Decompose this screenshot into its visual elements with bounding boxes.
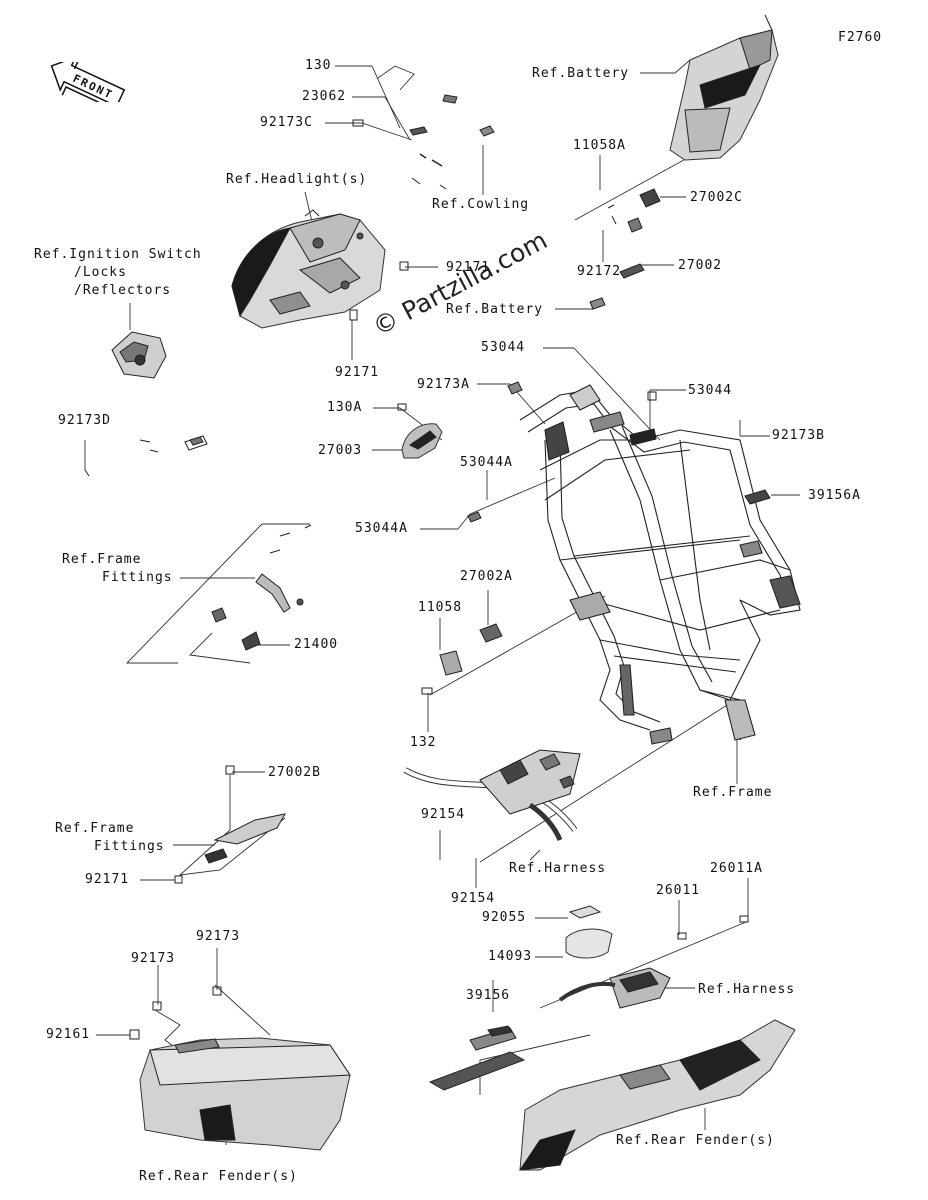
callout-ref-frame-fittings-1b: Fittings [102, 570, 173, 585]
callout-39156: 39156 [466, 988, 511, 1003]
small-parts-right [589, 188, 661, 310]
callout-27002b: 27002B [268, 765, 321, 780]
figure-id: F2760 [838, 30, 883, 45]
callout-130: 130 [305, 58, 332, 73]
leader-lines [84, 59, 800, 1145]
callout-53044a-b: 53044A [355, 521, 408, 536]
callout-ref-ignition-3: /Reflectors [74, 283, 172, 298]
callout-27002a: 27002A [460, 569, 513, 584]
callout-27002c: 27002C [690, 190, 743, 205]
rear-fender-left [129, 986, 351, 1151]
callout-92173b: 92173B [772, 428, 825, 443]
callout-ref-ignition-1: Ref.Ignition Switch [34, 247, 202, 262]
callout-92173c: 92173C [260, 115, 313, 130]
front-direction-arrow-icon: FRONT [50, 62, 126, 102]
callout-ref-frame-fittings-2b: Fittings [94, 839, 165, 854]
group-brackets [125, 523, 591, 1095]
callout-92173-a: 92173 [131, 951, 176, 966]
callout-92173-b: 92173 [196, 929, 241, 944]
callout-ref-rear-fender-2: Ref.Rear Fender(s) [139, 1169, 298, 1184]
callout-ref-harness-1: Ref.Harness [509, 861, 607, 876]
callout-92172: 92172 [577, 264, 622, 279]
callout-53044-a: 53044 [481, 340, 526, 355]
frame-fittings [211, 524, 312, 651]
callout-ref-frame-fittings-1a: Ref.Frame [62, 552, 142, 567]
callout-92154-a: 92154 [421, 807, 466, 822]
small-parts-top [349, 94, 495, 321]
callout-92173a: 92173A [417, 377, 470, 392]
part-27002B [174, 765, 286, 884]
callout-14093: 14093 [488, 949, 533, 964]
callout-92161: 92161 [46, 1027, 91, 1042]
callout-ref-frame: Ref.Frame [693, 785, 773, 800]
callout-26011a: 26011A [710, 861, 763, 876]
callout-26011: 26011 [656, 883, 701, 898]
callout-53044-b: 53044 [688, 383, 733, 398]
callout-ref-battery-1: Ref.Battery [532, 66, 630, 81]
part-27003 [397, 403, 443, 459]
callout-23062: 23062 [302, 89, 347, 104]
headlight-assembly [231, 209, 386, 329]
callout-92171-c: 92171 [85, 872, 130, 887]
callout-92171-a: 92171 [446, 260, 491, 275]
ignition-switch-assembly [111, 331, 167, 379]
frame-small-parts [421, 381, 771, 695]
callout-92154-b: 92154 [451, 891, 496, 906]
callout-ref-frame-fittings-2a: Ref.Frame [55, 821, 135, 836]
callout-39156a: 39156A [808, 488, 861, 503]
callout-ref-cowling: Ref.Cowling [432, 197, 530, 212]
main-frame [519, 384, 801, 745]
callout-ref-headlight: Ref.Headlight(s) [226, 172, 368, 187]
callout-ref-rear-fender-1: Ref.Rear Fender(s) [616, 1133, 775, 1148]
callout-27003: 27003 [318, 443, 363, 458]
callout-132: 132 [410, 735, 437, 750]
callout-11058: 11058 [418, 600, 463, 615]
callout-27002: 27002 [678, 258, 723, 273]
small-parts-left [84, 435, 208, 477]
callout-92173d: 92173D [58, 413, 111, 428]
lower-right-parts [558, 905, 749, 1009]
rear-fender-right [428, 1019, 796, 1171]
callout-53044a-a: 53044A [460, 455, 513, 470]
callout-ref-battery-2: Ref.Battery [446, 302, 544, 317]
callout-92055: 92055 [482, 910, 527, 925]
callout-130a: 130A [327, 400, 363, 415]
callout-11058a: 11058A [573, 138, 626, 153]
battery-case [669, 14, 779, 161]
callout-ref-harness-2: Ref.Harness [698, 982, 796, 997]
callout-ref-ignition-2: /Locks [74, 265, 127, 280]
wiring-harness [403, 749, 581, 842]
callout-92171-b: 92171 [335, 365, 380, 380]
callout-21400: 21400 [294, 637, 339, 652]
